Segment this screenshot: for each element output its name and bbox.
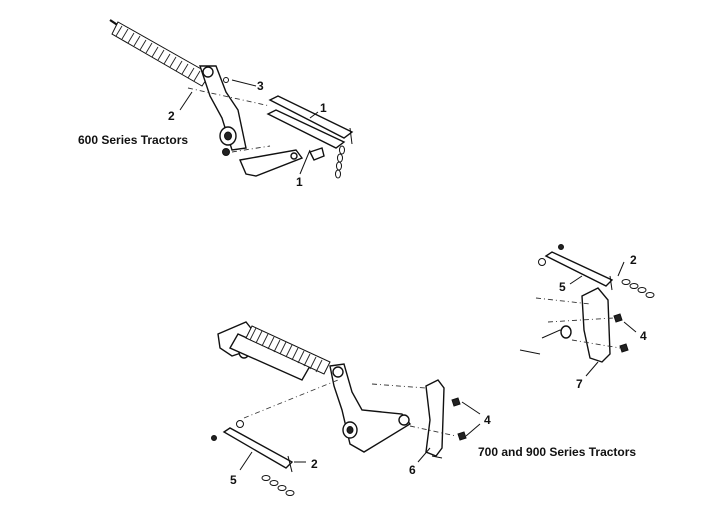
- bolt-600: [309, 147, 325, 161]
- inset-align-3: [571, 339, 621, 349]
- callout-4-700: 4: [484, 413, 491, 427]
- pedal-foot: [431, 455, 443, 459]
- inset-bracket: [581, 287, 611, 363]
- alignment-line-2: [231, 145, 271, 153]
- caption-700-900-series: 700 and 900 Series Tractors: [478, 445, 636, 459]
- align-700-1: [243, 379, 339, 419]
- inset-bolt-1: [613, 313, 623, 323]
- leader-700-6: [417, 447, 431, 463]
- leader-2: [179, 91, 193, 111]
- nut-600: [222, 148, 230, 156]
- callout-2-600: 2: [168, 109, 175, 123]
- inset-callout-4: 4: [640, 329, 647, 343]
- assembly-700-900-series: 4 6 2 5 700 and 900 Series Tractors: [211, 321, 636, 496]
- pivot-pin-600: [202, 66, 214, 78]
- inset-link-end: [609, 275, 613, 291]
- spring-700: [245, 325, 331, 375]
- inset-align-1: [535, 297, 591, 305]
- link-bar-600-lower: [266, 109, 346, 149]
- inset-bolt-2: [619, 343, 629, 353]
- lift-arm-700: [329, 363, 412, 453]
- alignment-line-1: [187, 87, 271, 107]
- assembly-600-series: 3 2 1 1 600 Series Tractors: [78, 19, 354, 189]
- inset-leader-5: [569, 275, 583, 285]
- align-700-2: [371, 383, 427, 389]
- inset-frame-fragment: [519, 349, 541, 355]
- leader-1a: [309, 111, 319, 119]
- spring-coils-700: [249, 327, 323, 373]
- chain-600: [335, 145, 345, 179]
- inset-leader-2: [617, 261, 625, 277]
- spring-600: [111, 21, 211, 87]
- pivot-pin-700: [332, 366, 344, 378]
- callout-6-700: 6: [409, 463, 416, 477]
- link-bar-700-end: [287, 455, 293, 473]
- bolt-700-2: [457, 431, 467, 441]
- leader-700-5: [239, 451, 253, 471]
- washer-600: [223, 77, 229, 83]
- assembly-inset-right: 2 5 4 7: [519, 244, 655, 391]
- bracket-hole: [290, 152, 298, 160]
- bushing-hole: [224, 131, 232, 141]
- bracket-plate-600: [239, 149, 304, 177]
- lift-arm-600: [199, 65, 247, 151]
- pedal-bracket-700: [425, 379, 445, 457]
- callout-1a-600: 1: [320, 101, 327, 115]
- inset-callout-7: 7: [576, 377, 583, 391]
- inset-nut-top: [558, 244, 564, 250]
- inset-callout-2: 2: [630, 253, 637, 267]
- callout-2-700: 2: [311, 457, 318, 471]
- leader-700-4a: [461, 401, 481, 415]
- inset-chain: [621, 279, 655, 298]
- callout-1b-600: 1: [296, 175, 303, 189]
- callout-5-700: 5: [230, 473, 237, 487]
- arm-end-boss: [398, 414, 410, 426]
- inset-callout-5: 5: [559, 280, 566, 294]
- inset-leader-7: [585, 361, 599, 377]
- spring-coils-600: [115, 25, 201, 82]
- link-bar-end: [349, 127, 353, 145]
- leader-700-4b: [465, 423, 481, 437]
- bolt-700-1: [451, 397, 461, 407]
- inset-link-bar: [544, 251, 614, 287]
- link-bar-700: [222, 427, 294, 469]
- bushing-700-hole: [346, 426, 354, 434]
- washer-700: [236, 420, 244, 428]
- inset-leader-4: [623, 321, 637, 333]
- inset-washer: [538, 258, 546, 266]
- nut-700: [211, 435, 217, 441]
- inset-bushing: [560, 325, 572, 339]
- align-700-3: [409, 425, 457, 437]
- callout-3-600: 3: [257, 79, 264, 93]
- leader-3: [231, 79, 257, 87]
- chain-700: [261, 475, 295, 496]
- leader-1b: [299, 149, 311, 175]
- caption-600-series: 600 Series Tractors: [78, 133, 188, 147]
